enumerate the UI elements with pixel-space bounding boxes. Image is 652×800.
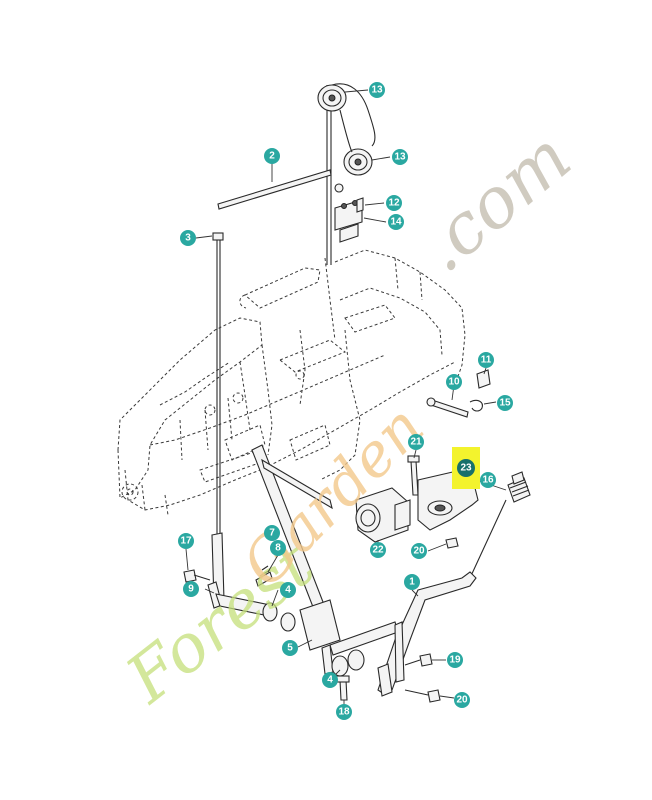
pulley-upper bbox=[317, 84, 347, 112]
pulley-lower bbox=[343, 148, 373, 176]
callout-18: 18 bbox=[336, 704, 352, 720]
spring bbox=[469, 471, 531, 579]
svg-text:12: 12 bbox=[388, 198, 400, 209]
svg-text:13: 13 bbox=[394, 152, 406, 163]
svg-text:22: 22 bbox=[372, 545, 384, 556]
svg-text:9: 9 bbox=[188, 584, 194, 595]
cross-shaft bbox=[251, 444, 405, 683]
pivot-bracket bbox=[355, 487, 411, 543]
svg-text:19: 19 bbox=[449, 655, 461, 666]
svg-text:17: 17 bbox=[180, 536, 192, 547]
svg-text:3: 3 bbox=[185, 233, 191, 244]
callout-3: 3 bbox=[180, 230, 196, 246]
callout-10: 10 bbox=[446, 374, 462, 390]
nut-20 bbox=[427, 689, 441, 703]
svg-text:2: 2 bbox=[269, 151, 275, 162]
callout-5: 5 bbox=[282, 640, 298, 656]
leader-lines bbox=[185, 89, 507, 705]
callout-20-upper: 20 bbox=[411, 543, 427, 559]
callout-11: 11 bbox=[478, 352, 494, 368]
pedal-arm bbox=[377, 571, 477, 697]
clip bbox=[212, 232, 224, 241]
svg-text:20: 20 bbox=[413, 546, 425, 557]
callout-9: 9 bbox=[183, 581, 199, 597]
r-clip bbox=[469, 399, 483, 412]
bushing-lower bbox=[331, 649, 365, 677]
svg-text:4: 4 bbox=[327, 675, 333, 686]
callout-12: 12 bbox=[386, 195, 402, 211]
callout-20-lower: 20 bbox=[454, 692, 470, 708]
pin bbox=[430, 399, 469, 418]
callout-23-highlighted: 23 bbox=[452, 447, 480, 489]
callout-21: 21 bbox=[408, 434, 424, 450]
svg-text:8: 8 bbox=[275, 543, 281, 554]
callout-22: 22 bbox=[370, 542, 386, 558]
svg-text:10: 10 bbox=[448, 377, 460, 388]
rod bbox=[217, 169, 332, 210]
bolt-18 bbox=[339, 679, 348, 701]
callout-7: 7 bbox=[264, 525, 280, 541]
svg-text:1: 1 bbox=[409, 577, 415, 588]
svg-text:18: 18 bbox=[338, 707, 350, 718]
svg-text:11: 11 bbox=[481, 355, 492, 366]
svg-text:16: 16 bbox=[482, 475, 494, 486]
cable-loop bbox=[331, 83, 376, 153]
callout-4-upper: 4 bbox=[280, 582, 296, 598]
nut-19 bbox=[419, 653, 433, 667]
callout-13-upper: 13 bbox=[369, 82, 385, 98]
svg-text:4: 4 bbox=[285, 585, 291, 596]
bushing-upper bbox=[280, 612, 296, 632]
svg-text:13: 13 bbox=[371, 85, 383, 96]
clevis-pin bbox=[476, 369, 491, 389]
lever-assembly bbox=[207, 532, 278, 622]
callout-17: 17 bbox=[178, 533, 194, 549]
screw bbox=[356, 197, 364, 213]
svg-text:14: 14 bbox=[390, 217, 402, 228]
svg-text:20: 20 bbox=[456, 695, 468, 706]
callout-8: 8 bbox=[270, 540, 286, 556]
svg-text:5: 5 bbox=[287, 643, 293, 654]
watermark-domain: .com bbox=[403, 116, 586, 288]
screw-17 bbox=[183, 569, 197, 583]
svg-text:23: 23 bbox=[460, 463, 472, 474]
bracket bbox=[334, 183, 363, 243]
svg-text:15: 15 bbox=[499, 398, 511, 409]
callout-15: 15 bbox=[497, 395, 513, 411]
callout-2: 2 bbox=[264, 148, 280, 164]
callout-16: 16 bbox=[480, 472, 496, 488]
svg-text:7: 7 bbox=[269, 528, 275, 539]
callout-4-lower: 4 bbox=[322, 672, 338, 688]
callout-19: 19 bbox=[447, 652, 463, 668]
nut-upper bbox=[445, 537, 459, 549]
callouts: 13 13 2 3 12 14 10 11 15 21 23 16 22 20 … bbox=[178, 82, 513, 720]
callout-1: 1 bbox=[404, 574, 420, 590]
long-link bbox=[216, 240, 221, 560]
callout-14: 14 bbox=[388, 214, 404, 230]
watermark-garden: Garden bbox=[229, 392, 438, 601]
svg-text:21: 21 bbox=[410, 437, 422, 448]
callout-13-lower: 13 bbox=[392, 149, 408, 165]
